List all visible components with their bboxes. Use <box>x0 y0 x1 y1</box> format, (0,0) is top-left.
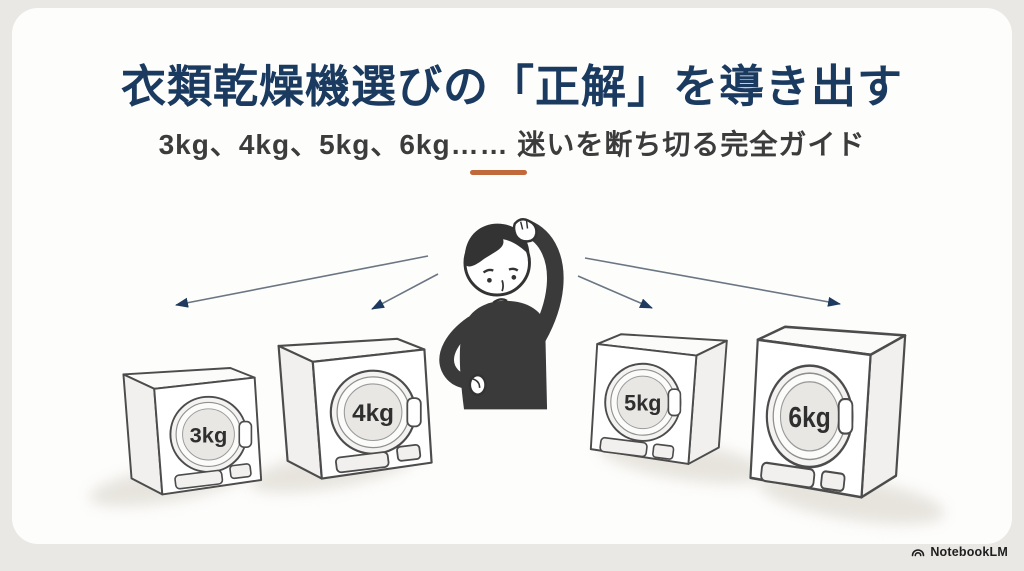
dryer-capacity-label: 4kg <box>352 400 394 427</box>
dryer-capacity-label: 5kg <box>624 390 661 415</box>
page-subtitle: 3kg、4kg、5kg、6kg…… 迷いを断ち切る完全ガイド <box>158 129 866 160</box>
dryer-4kg-illustration: 4kg <box>257 330 437 503</box>
brand-watermark: NotebookLM <box>911 545 1008 559</box>
accent-divider <box>470 170 527 175</box>
notebooklm-logo-icon <box>912 548 925 556</box>
dryer-capacity-label: 3kg <box>190 423 228 448</box>
page-title: 衣類乾燥機選びの「正解」を導き出す <box>120 61 903 112</box>
dryer-6kg-illustration: 6kg <box>745 316 927 526</box>
dryer-3kg-illustration: 3kg <box>104 360 266 517</box>
brand-name: NotebookLM <box>930 545 1008 559</box>
dryer-capacity-label: 6kg <box>788 401 830 433</box>
dryer-5kg-illustration: 5kg <box>586 326 746 487</box>
